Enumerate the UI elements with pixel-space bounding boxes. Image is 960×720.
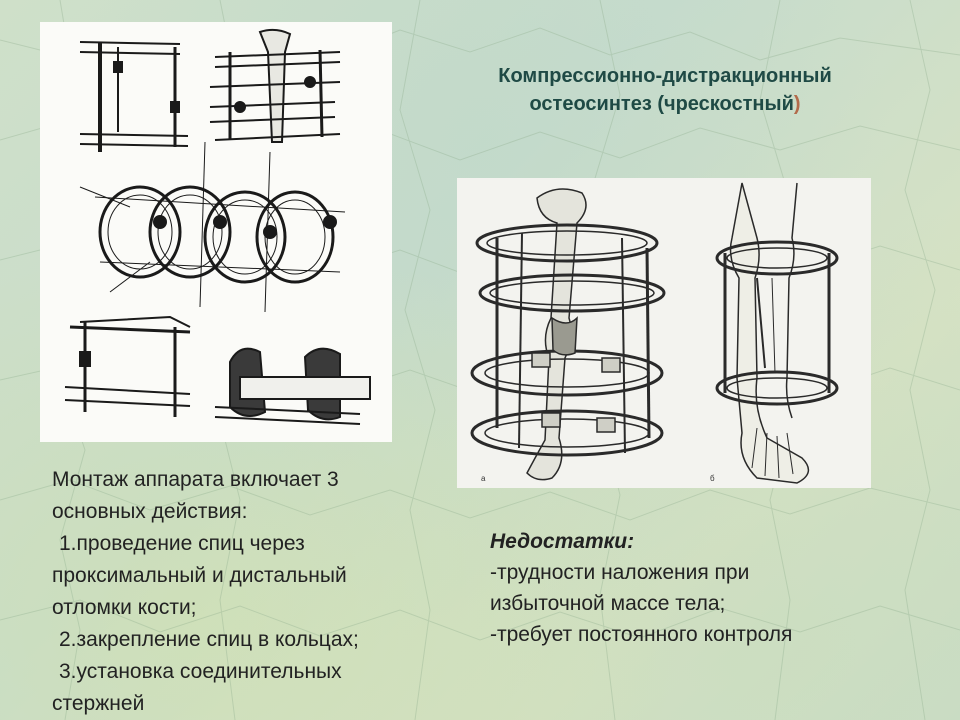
body-line: 3.установка соединительных [59,660,342,683]
body-line: Монтаж аппарата включает 3 [52,468,339,491]
title-line-2-main: остеосинтез (чрескостный [529,93,794,115]
drawbacks-section: Недостатки: -трудности наложения при изб… [490,526,910,650]
body-line: проксимальный и дистальный [52,564,347,587]
body-line: 1.проведение спиц через [59,532,305,555]
drawback-item: -трудности наложения при [490,561,750,584]
ilizarov-apparatus-icon [470,182,839,484]
body-line: отломки кости; [52,596,197,619]
body-line: стержней [52,692,145,715]
drawback-item: -требует постоянного контроля [490,623,793,646]
figure-label-a: а [481,474,486,483]
body-line: основных действия: [52,500,248,523]
apparatus-illustration-figure: а б [457,178,871,488]
installation-steps-text: Монтаж аппарата включает 3 основных дейс… [52,464,452,720]
body-line: 2.закрепление спиц в кольцах; [59,628,359,651]
title-line-2: остеосинтез (чрескостный) [430,90,900,118]
drawback-item: избыточной массе тела; [490,592,726,615]
figure-label-b: б [710,474,715,483]
slide-title: Компрессионно-дистракционный остеосинтез… [430,62,900,118]
drawbacks-heading: Недостатки: [490,530,635,553]
external-fixator-diagrams-icon [64,28,371,425]
title-line-2-paren: ) [793,93,801,115]
fixator-diagrams-figure [40,22,392,442]
title-line-1: Компрессионно-дистракционный [498,65,832,87]
